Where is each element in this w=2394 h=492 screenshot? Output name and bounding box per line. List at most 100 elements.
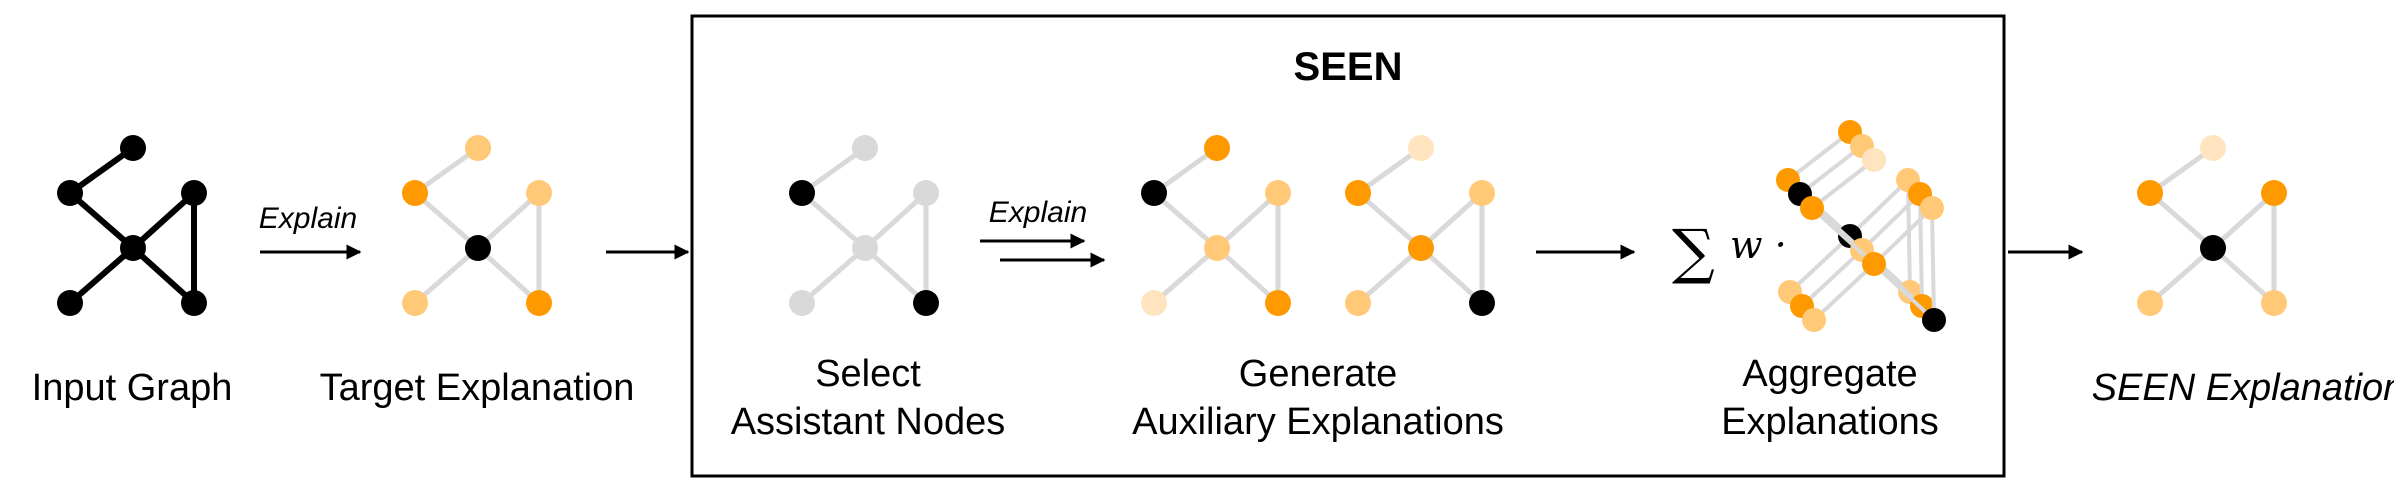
stack-edge [1930,207,1936,321]
seen-title: SEEN [1294,45,1403,89]
node-top [1204,135,1230,161]
stack-edge [1918,193,1924,307]
node-left-lower [1345,290,1371,316]
node-center [1204,235,1230,261]
node-right-upper [526,180,552,206]
stack-edge [1906,179,1912,293]
graph-edge [1419,246,1484,305]
node-top [852,135,878,161]
stack-node [1862,148,1886,172]
graph-edge [2211,191,2276,250]
graph-edge [800,191,867,250]
node-top [465,135,491,161]
stack-edge [1860,192,1922,252]
node-left-lower [57,290,83,316]
node-left-upper [1141,180,1167,206]
select-assistant-nodes-graph [789,135,939,316]
stacked-explanations-graphic [1776,120,1946,332]
node-left-lower [2137,290,2163,316]
caption-generate-line1: Generate [1239,353,1397,395]
target-explanation-graph [402,135,552,316]
stack-edge [1800,248,1864,308]
node-center [120,235,146,261]
stack-edge [1812,262,1876,322]
graph-edge [68,190,135,251]
seen-framework-box [690,14,2006,478]
graph-edge [1215,191,1280,250]
caption-target-explanation: Target Explanation [320,367,635,409]
stack-node [1920,196,1944,220]
graph-edge [130,190,197,251]
graph-edge [413,246,480,305]
graph-edge [476,191,541,250]
node-right-upper [913,180,939,206]
graph-edge [1419,191,1484,250]
graph-edge [130,245,197,306]
graph-edge [1152,246,1219,305]
graph-edge [1356,191,1423,250]
stack-edge [1798,144,1864,196]
graph-edge [413,191,480,250]
graph-edge [800,246,867,305]
node-right-lower [2261,290,2287,316]
graph-edge [2148,191,2215,250]
graph-edge [863,246,928,305]
caption-select-line2: Assistant Nodes [731,401,1006,443]
node-left-upper [1345,180,1371,206]
stack-edge [1810,206,1876,266]
caption-seen-explanation: SEEN Explanation [2092,367,2394,409]
node-left-lower [789,290,815,316]
explain-label-2: Explain [989,196,1087,229]
node-center [852,235,878,261]
node-right-lower [913,290,939,316]
node-left-upper [789,180,815,206]
graph-edge [68,245,135,306]
node-center [1408,235,1434,261]
sigma-symbol: ∑ [1672,217,1715,287]
stack-edge [1872,262,1936,322]
stack-node [1800,196,1824,220]
auxiliary-explanation-graph-1 [1141,135,1291,316]
weight-symbol: w · [1730,223,1787,267]
graph-edge [2211,246,2276,305]
node-left-upper [402,180,428,206]
node-right-upper [181,180,207,206]
node-right-lower [181,290,207,316]
stack-edge [1788,234,1852,294]
graph-edge [2148,246,2215,305]
node-right-lower [1265,290,1291,316]
graph-edge [476,246,541,305]
stack-edge [1848,178,1910,238]
node-center [465,235,491,261]
node-top [2200,135,2226,161]
node-left-lower [1141,290,1167,316]
graph-edge [1152,191,1219,250]
node-right-lower [1469,290,1495,316]
caption-aggregate-line1: Aggregate [1742,353,1917,395]
node-top [120,135,146,161]
node-right-upper [1265,180,1291,206]
node-left-upper [2137,180,2163,206]
caption-aggregate-line2: Explanations [1721,401,1939,443]
stack-edge [1872,206,1934,266]
caption-select-line1: Select [815,353,921,395]
graph-edge [1356,246,1423,305]
stack-edge [1786,130,1852,182]
stack-node [1802,308,1826,332]
node-top [1408,135,1434,161]
node-right-lower [526,290,552,316]
node-right-upper [1469,180,1495,206]
explain-label-1: Explain [259,202,357,235]
caption-input-graph: Input Graph [32,367,233,409]
stack-node [1922,308,1946,332]
node-right-upper [2261,180,2287,206]
graph-edge [863,191,928,250]
node-left-lower [402,290,428,316]
stack-edge [1810,158,1876,210]
node-left-upper [57,180,83,206]
node-center [2200,235,2226,261]
stack-node [1862,252,1886,276]
caption-generate-line2: Auxiliary Explanations [1132,401,1504,443]
auxiliary-explanation-graph-2 [1345,135,1495,316]
